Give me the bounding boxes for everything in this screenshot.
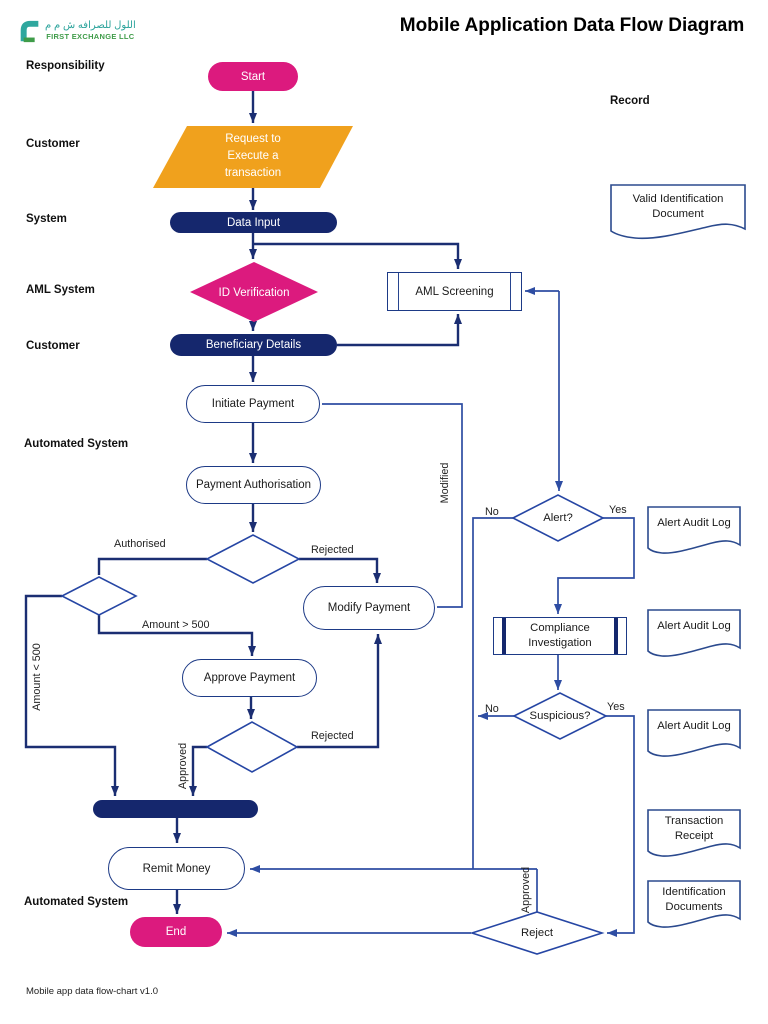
suspicious-label: Suspicious? [529,710,591,722]
initiate-payment-label: Initiate Payment [211,398,295,410]
beneficiary-details-label: Beneficiary Details [205,339,302,351]
edge-authorised [97,557,207,575]
edge-label-no-suspicious: No [485,703,499,715]
initiate-payment-node: Initiate Payment [186,385,320,423]
edge-label-authorised: Authorised [114,538,166,550]
company-logo: اللول للصرافه ش م م FIRST EXCHANGE LLC [20,20,136,45]
id-verification-diamond [190,262,318,322]
remit-money-label: Remit Money [142,862,211,875]
edge-label-approved-left: Approved [177,742,189,790]
remit-money-node: Remit Money [108,847,245,890]
edge-label-no-alert: No [485,506,499,518]
lane-automated-system-1: Automated System [24,438,129,450]
modify-payment-node: Modify Payment [303,586,435,630]
edge-rejected-modify-top [299,557,381,583]
decision1-diamond [205,534,301,584]
edge-rejected-modify-bottom [297,634,382,749]
edge-approved-bar [189,745,207,796]
logo-arabic-text: اللول للصرافه ش م م [45,20,136,31]
edge-label-rejected-top: Rejected [311,544,354,556]
approve-payment-node: Approve Payment [182,659,317,697]
request-node-label: Request to Execute a transaction [224,133,282,179]
lane-responsibility: Responsibility [26,60,105,72]
reject-diamond [469,911,605,955]
edge-label-amount-lt-500: Amount < 500 [31,643,43,711]
footer-version-text: Mobile app data flow-chart v1.0 [26,986,159,997]
edge-alert-yes [554,517,635,614]
end-label: End [165,926,187,938]
lane-customer-2: Customer [26,340,80,352]
edge-modified [322,403,463,608]
decision2-diamond [205,721,299,773]
lane-aml-system: AML System [26,284,95,296]
record-column-label: Record [610,95,650,107]
edge-suspicious-yes [606,715,635,937]
alert-audit-log-1-label: Alert Audit Log [657,517,731,529]
aml-screening-sidebars [398,273,511,310]
edge-label-amount-gt-500: Amount > 500 [142,619,210,631]
request-parallelogram [153,126,353,188]
aml-screening-label: AML Screening [415,285,494,298]
approve-payment-label: Approve Payment [203,672,296,684]
alert-diamond [511,494,605,542]
edge-alert-no [472,517,513,869]
data-input-node: Data Input [170,212,337,233]
payment-authorisation-node: Payment Authorisation [186,466,321,504]
data-input-label: Data Input [226,216,281,229]
edge-label-yes-suspicious: Yes [607,701,625,713]
alert-audit-log-3-label: Alert Audit Log [657,720,731,732]
lane-automated-system-2: Automated System [24,896,129,908]
compliance-investigation-sidebars [502,618,618,654]
edge-amount-lt-500 [24,594,119,796]
reject-label: Reject [520,927,554,939]
modify-payment-label: Modify Payment [327,602,411,614]
alert-label: Alert? [543,512,573,524]
edge-label-modified: Modified [439,462,451,504]
edge-label-rejected-bottom: Rejected [311,730,354,742]
end-node: End [130,917,222,947]
edge-amount-gt-500 [97,615,256,656]
aml-screening-node: AML Screening [387,272,522,311]
suspicious-diamond [512,692,608,740]
page-title: Mobile Application Data Flow Diagram [399,15,745,36]
beneficiary-details-node: Beneficiary Details [170,334,337,356]
amount-diamond [60,576,138,616]
logo-f-icon [20,20,39,43]
id-verification-label: ID Verification [218,287,290,299]
edge-datainput-aml [253,242,462,269]
edge-label-yes-alert: Yes [609,504,627,516]
payment-authorisation-label: Payment Authorisation [195,479,312,491]
logo-company-name: FIRST EXCHANGE LLC [46,32,135,41]
merge-bar [93,800,258,818]
edge-label-approved-reject: Approved [520,866,532,914]
alert-audit-log-2-label: Alert Audit Log [657,620,731,632]
start-node: Start [208,62,298,91]
start-label: Start [240,70,266,83]
lane-customer-1: Customer [26,138,80,150]
edge-beneficiary-aml [337,314,462,347]
lane-system: System [26,213,67,225]
